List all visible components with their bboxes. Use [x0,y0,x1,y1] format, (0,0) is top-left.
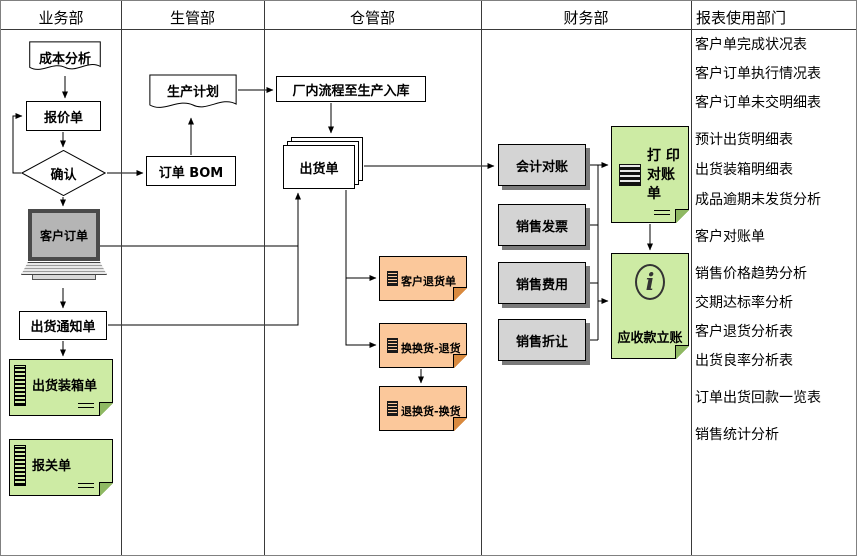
lane-header-warehouse: 仓管部 [349,9,395,27]
node-cost-analysis: 成本分析 [29,41,101,75]
node-label: 报价单 [43,110,83,126]
barcode-icon [14,365,26,406]
signature-lines-icon [654,207,670,215]
flow-shiporder-to-return [345,190,377,281]
barcode-icon [14,445,26,486]
node-label: 会计对账 [515,159,568,175]
laptop-tray-icon [32,275,96,280]
node-label: 出货通知单 [30,320,96,335]
node-label: 应收款立账 [617,331,683,346]
report-item: 出货良率分析表 [695,353,793,369]
node-quotation: 报价单 [26,101,101,131]
document-icon [387,338,398,353]
node-shipping-order: 出货单 [283,137,364,190]
report-item: 交期达标率分析 [695,295,793,311]
node-label: 客户订单 [39,228,88,243]
report-item: 销售统计分析 [695,427,779,443]
lane-header-reports: 报表使用部门 [696,9,787,27]
diamond-shape-icon [21,150,106,196]
lane-divider [691,1,692,555]
laptop-keyboard-icon [21,262,107,275]
node-factory-process: 厂内流程至生产入库 [276,76,426,102]
node-label: 销售费用 [515,277,568,293]
report-item: 销售价格趋势分析 [695,266,807,282]
node-label: 出货单 [299,161,339,177]
node-customer-return: 客户退货单 [379,256,467,301]
report-item: 出货装箱明细表 [695,162,793,178]
report-item: 预计出货明细表 [695,132,793,148]
flow-shiporder-to-exchange [345,278,377,348]
node-label: 出货装箱单 [32,379,98,394]
lane-header-finance: 财务部 [563,9,609,27]
node-label: 客户退货单 [401,275,456,288]
signature-lines-icon [78,480,94,488]
node-accounting-reconciliation: 会计对账 [498,144,586,186]
document-icon [387,271,398,286]
report-item: 订单出货回款一览表 [695,390,821,406]
node-label: 对账单 [647,166,675,202]
lane-header-production: 生管部 [169,9,215,27]
node-packing-list: 出货装箱单 [9,359,113,416]
node-label: 订单 BOM [158,165,224,181]
lane-divider [121,1,122,555]
document-shape-icon [149,74,237,114]
node-label: 打 印 [647,148,680,164]
node-exchange-return: 换换货-退货 [379,323,467,368]
paper-sheet-icon: 出货单 [283,145,355,189]
node-confirm: 确认 [21,150,106,196]
node-label: 成本分析 [38,52,91,67]
node-customer-order: 客户订单 [21,209,107,280]
node-customs-declaration: 报关单 [9,439,113,496]
report-item: 客户单完成状况表 [695,37,807,53]
node-label: 确认 [50,167,77,183]
node-sales-invoice: 销售发票 [498,204,586,246]
node-print-statement: 打 印 对账单 [611,126,689,223]
document-icon [387,401,398,416]
info-icon: i [635,264,665,300]
node-production-plan: 生产计划 [149,74,237,114]
printer-icon [619,164,641,187]
report-item: 客户退货分析表 [695,324,793,340]
node-receivables-posting: i 应收款立账 [611,253,689,359]
node-sales-expense: 销售费用 [498,262,586,304]
node-return-exchange: 退换货-换货 [379,386,467,431]
node-label: 生产计划 [166,85,219,100]
node-label: 厂内流程至生产入库 [292,83,410,99]
lane-header-business: 业务部 [38,9,84,27]
lane-divider [481,1,482,555]
report-item: 客户对账单 [695,229,765,245]
report-item: 成品逾期未发货分析 [695,192,821,208]
node-order-bom: 订单 BOM [146,156,236,186]
report-item: 客户订单执行情况表 [695,66,821,82]
node-label: 退换货-换货 [401,405,461,418]
signature-lines-icon [78,400,94,408]
node-label: 销售折让 [515,334,568,350]
node-shipping-notice: 出货通知单 [19,311,107,340]
report-item: 客户订单未交明细表 [695,95,821,111]
node-sales-allowance: 销售折让 [498,319,586,361]
flow-notice-to-shiporder [108,192,301,326]
header-separator [1,29,856,30]
document-shape-icon [29,41,101,75]
laptop-icon: 客户订单 [28,209,100,261]
flow-confirm-loop-quote [12,113,23,174]
lane-divider [264,1,265,555]
node-label: 换换货-退货 [401,342,461,355]
node-label: 销售发票 [515,219,568,235]
node-label: 报关单 [32,459,72,474]
